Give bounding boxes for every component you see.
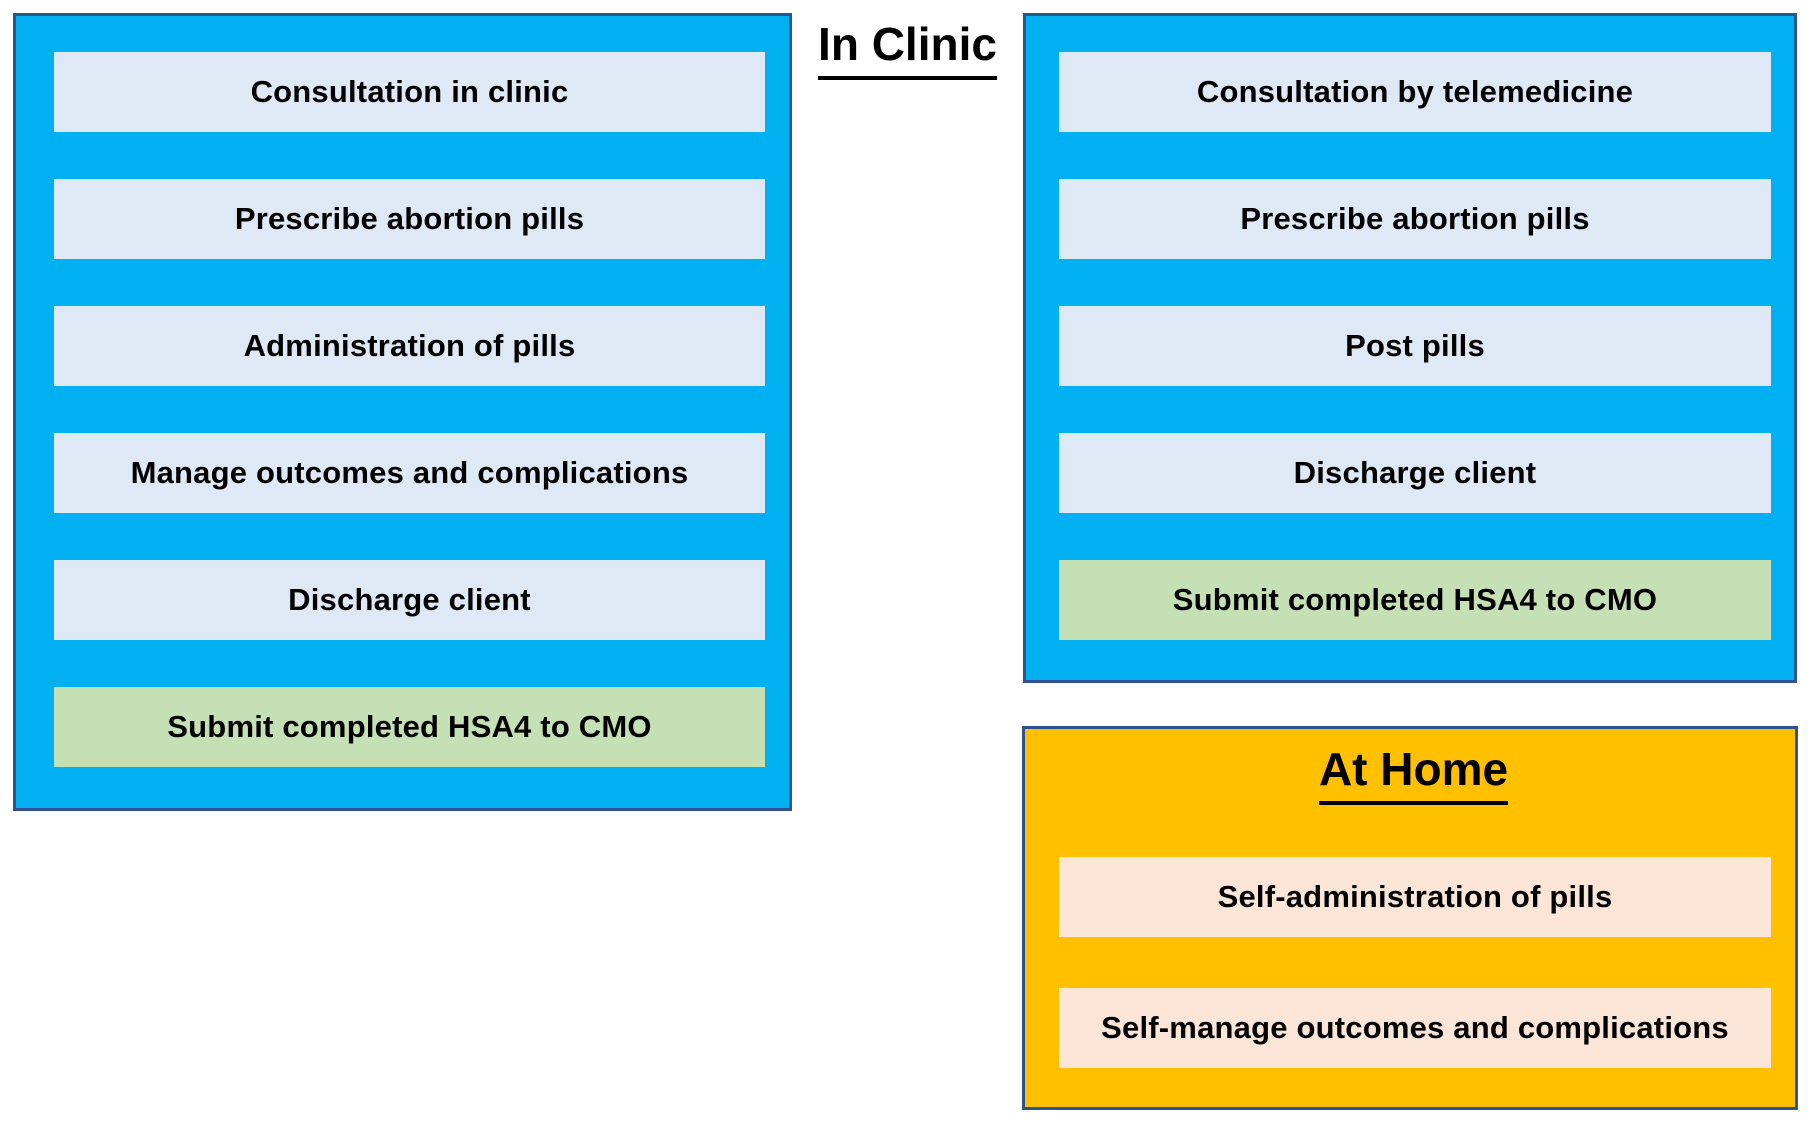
telemedicine-pathway-panel: Consultation by telemedicine Prescribe a… <box>1023 13 1797 683</box>
in-clinic-title-text: In Clinic <box>818 17 997 80</box>
clinic-pathway-panel: Consultation in clinic Prescribe abortio… <box>13 13 792 811</box>
step-discharge-client-tele: Discharge client <box>1059 433 1771 513</box>
at-home-title: At Home <box>1059 742 1768 805</box>
step-submit-hsa4-tele: Submit completed HSA4 to CMO <box>1059 560 1771 640</box>
step-administration-of-pills: Administration of pills <box>54 306 765 386</box>
step-self-manage-outcomes-complications: Self-manage outcomes and complications <box>1059 988 1771 1068</box>
step-discharge-client-clinic: Discharge client <box>54 560 765 640</box>
step-prescribe-abortion-pills-tele: Prescribe abortion pills <box>1059 179 1771 259</box>
step-self-administration-of-pills: Self-administration of pills <box>1059 857 1771 937</box>
step-submit-hsa4-clinic: Submit completed HSA4 to CMO <box>54 687 765 767</box>
in-clinic-title: In Clinic <box>792 17 1023 80</box>
at-home-panel: At Home Self-administration of pills Sel… <box>1022 726 1798 1110</box>
at-home-title-text: At Home <box>1318 742 1509 805</box>
step-prescribe-abortion-pills-clinic: Prescribe abortion pills <box>54 179 765 259</box>
step-consultation-by-telemedicine: Consultation by telemedicine <box>1059 52 1771 132</box>
step-post-pills: Post pills <box>1059 306 1771 386</box>
step-manage-outcomes-complications: Manage outcomes and complications <box>54 433 765 513</box>
step-consultation-in-clinic: Consultation in clinic <box>54 52 765 132</box>
